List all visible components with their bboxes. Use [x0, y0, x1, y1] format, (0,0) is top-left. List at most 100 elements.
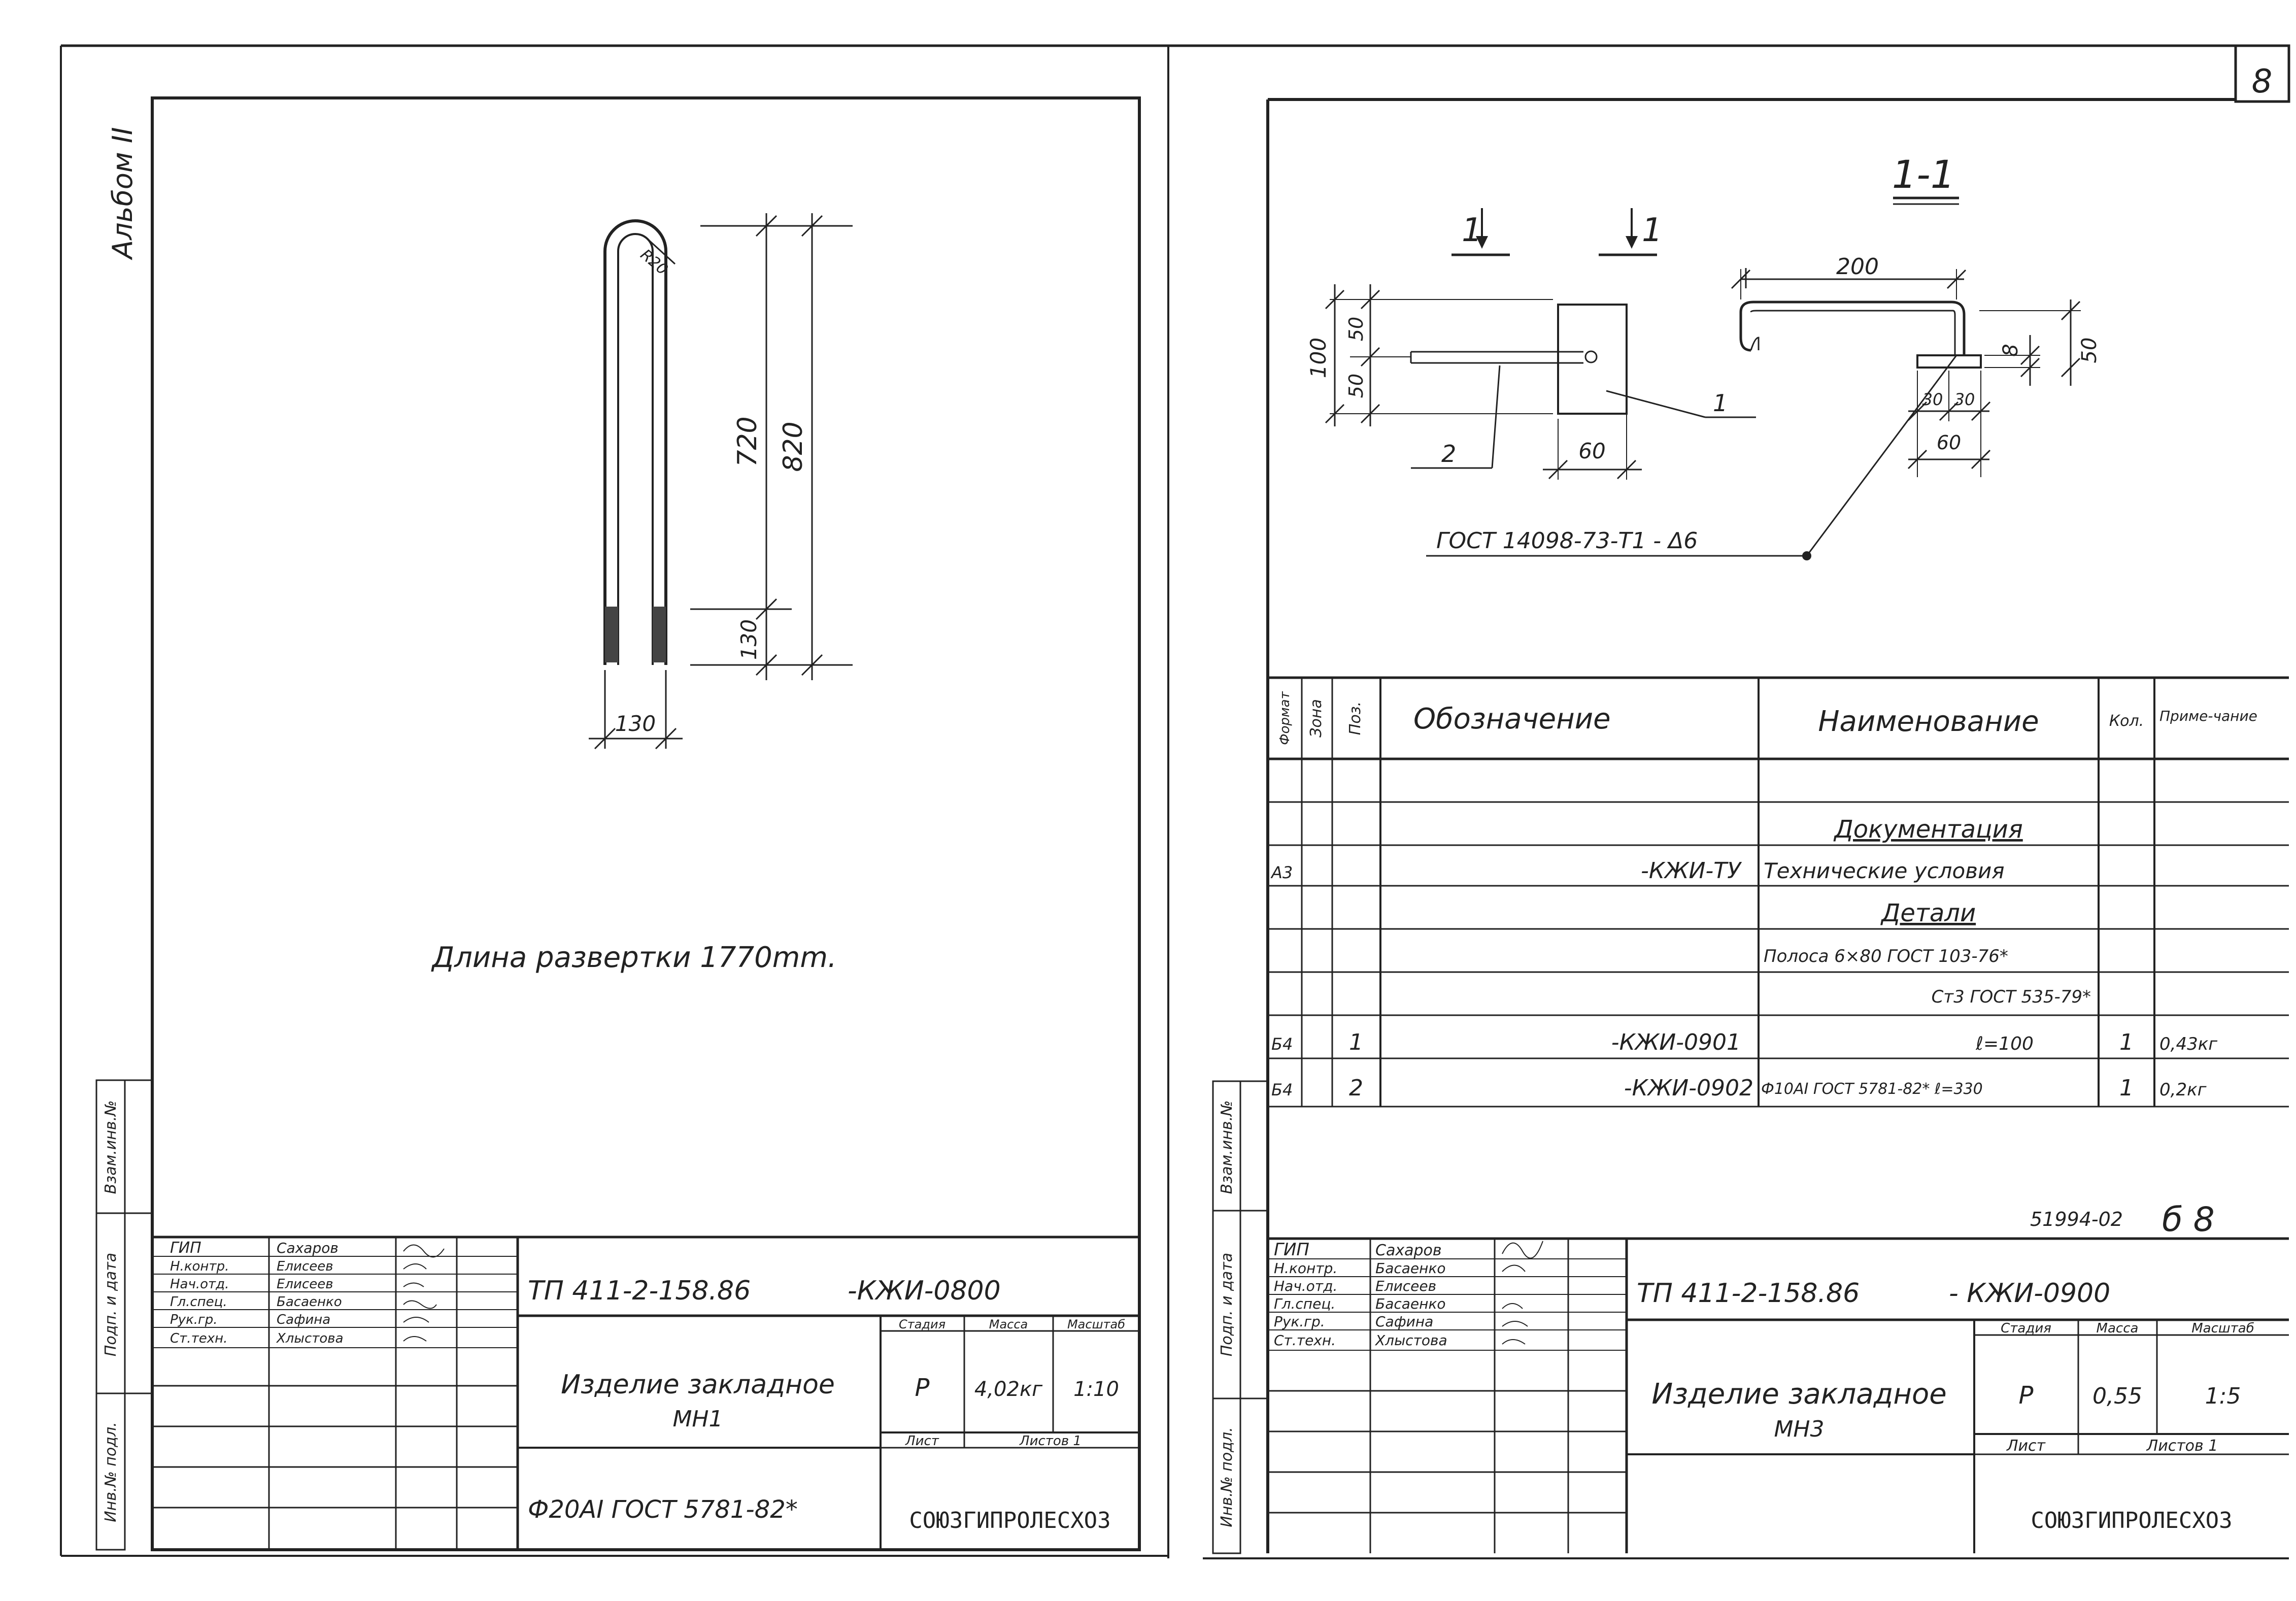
- row-format: А3: [1270, 863, 1293, 882]
- row-name: Ф10AI ГОСТ 5781-82* ℓ=330: [1761, 1080, 1983, 1098]
- row-designation: -КЖИ-0902: [1624, 1075, 1753, 1101]
- tb-name-4: Сафина: [277, 1312, 330, 1327]
- tb-role-3: Гл.спец.: [1274, 1295, 1335, 1312]
- row-designation: -КЖИ-ТУ: [1641, 858, 1742, 884]
- row-pos: 1: [1349, 1029, 1363, 1055]
- tb-doc: -КЖИ-0800: [848, 1276, 1001, 1306]
- cut-mark-left: 1: [1462, 212, 1482, 249]
- side-label-sign: Подп. и дата: [1218, 1253, 1236, 1356]
- hdr-zone: Зона: [1307, 699, 1325, 738]
- row-name: Детали: [1880, 899, 1976, 927]
- tb-product: Изделие закладное: [1651, 1378, 1946, 1411]
- dim-30-right: 30: [1954, 390, 1975, 409]
- tb-stage-label: Стадия: [2001, 1321, 2051, 1336]
- row-name: Ст3 ГОСТ 535-79*: [1932, 987, 2091, 1007]
- tb-scale: 1:5: [2205, 1383, 2241, 1409]
- hdr-name: Наименование: [1818, 705, 2039, 738]
- tb-mass-label: Масса: [989, 1317, 1028, 1331]
- row-qty: 1: [2119, 1029, 2134, 1055]
- side-label-inv: Инв.№ подл.: [102, 1422, 120, 1522]
- tb-name-4: Сафина: [1375, 1313, 1433, 1330]
- album-label: Альбом II: [107, 127, 139, 260]
- dim-50-top: 50: [1345, 317, 1367, 341]
- tb-mass: 0,55: [2092, 1383, 2142, 1409]
- row-name: Документация: [1833, 815, 2023, 844]
- tb-role-5: Ст.техн.: [170, 1331, 227, 1346]
- tb-stage: Р: [2019, 1381, 2034, 1410]
- dim-130-horizontal: 130: [615, 711, 656, 736]
- tb-name-1: Басаенко: [1375, 1260, 1446, 1277]
- tb-role-1: Н.контр.: [1274, 1260, 1337, 1277]
- section-title: 1-1: [1892, 152, 1955, 197]
- hdr-designation: Обозначение: [1413, 703, 1611, 736]
- dim-720: 720: [732, 416, 763, 466]
- side-label-replace: Взам.инв.№: [1218, 1100, 1236, 1194]
- dim-60-section: 60: [1937, 431, 1961, 454]
- tb-name-0: Сахаров: [1375, 1242, 1442, 1259]
- row-pos: 2: [1349, 1075, 1363, 1101]
- hdr-format: Формат: [1277, 691, 1293, 745]
- tb-scale: 1:10: [1073, 1378, 1119, 1401]
- tb-code: ТП 411-2-158.86: [1637, 1278, 1860, 1309]
- tb-role-4: Рук.гр.: [1274, 1313, 1325, 1330]
- tb-role-2: Нач.отд.: [1274, 1278, 1337, 1294]
- tb-name-5: Хлыстова: [276, 1331, 344, 1346]
- left-side-strip: Инв.№ подл. Подп. и дата Взам.инв.№: [95, 1079, 152, 1551]
- callout-1: 1: [1713, 389, 1728, 417]
- page-number: 8: [2252, 63, 2273, 101]
- row-format: Б4: [1271, 1035, 1293, 1054]
- row-format: Б4: [1271, 1080, 1293, 1099]
- tb-code: ТП 411-2-158.86: [528, 1276, 751, 1306]
- dim-200: 200: [1836, 254, 1879, 280]
- tb-sheet-label: Лист: [905, 1433, 939, 1449]
- dim-100: 100: [1306, 338, 1331, 378]
- row-name: Технические условия: [1764, 858, 2005, 883]
- tb-role-0: ГИП: [170, 1239, 201, 1257]
- archive-stamp: 51994-02: [2030, 1208, 2123, 1230]
- tb-material: Ф20AI ГОСТ 5781-82*: [528, 1495, 798, 1524]
- tb-role-3: Гл.спец.: [170, 1294, 227, 1310]
- tb-scale-label: Масштаб: [1067, 1317, 1125, 1331]
- tb-name-0: Сахаров: [277, 1240, 339, 1256]
- tb-name-5: Хлыстова: [1374, 1332, 1447, 1349]
- side-label-inv: Инв.№ подл.: [1218, 1427, 1236, 1527]
- tb-scale-label: Масштаб: [2191, 1321, 2254, 1336]
- hdr-qty: Кол.: [2109, 712, 2144, 730]
- tb-sheets-label: Листов 1: [1019, 1433, 1082, 1449]
- tb-stage-label: Стадия: [899, 1317, 946, 1331]
- row-qty: 1: [2119, 1075, 2134, 1101]
- tb-name-2: Елисеев: [277, 1277, 333, 1292]
- right-title-block: ГИП Н.контр. Нач.отд. Гл.спец. Рук.гр. С…: [1268, 1237, 2289, 1553]
- spec-table: Формат Зона Поз. Обозначение Наименовани…: [1268, 676, 2289, 1108]
- tb-role-0: ГИП: [1274, 1240, 1309, 1260]
- archive-sheet: б 8: [2162, 1200, 2215, 1239]
- left-sheet: Альбом II R20 720 820 130: [95, 96, 1141, 1551]
- dim-130-vertical: 130: [736, 619, 761, 660]
- tb-sheet-label: Лист: [2006, 1437, 2046, 1455]
- side-label-replace: Взам.инв.№: [102, 1100, 120, 1194]
- dim-50-bottom: 50: [1345, 374, 1367, 398]
- dim-8: 8: [1999, 344, 2022, 356]
- tb-mass: 4,02кг: [974, 1378, 1043, 1401]
- tb-role-2: Нач.отд.: [170, 1277, 229, 1292]
- left-title-block: ГИП Н.контр. Нач.отд. Гл.спец. Рук.гр. С…: [152, 1236, 1139, 1550]
- tb-sheets-label: Листов 1: [2146, 1437, 2218, 1455]
- tb-role-5: Ст.техн.: [1274, 1332, 1336, 1349]
- row-name: Полоса 6×80 ГОСТ 103-76*: [1764, 946, 2008, 966]
- tb-mark: МН1: [672, 1406, 723, 1432]
- tb-stage: Р: [915, 1374, 930, 1402]
- dim-820: 820: [778, 421, 808, 472]
- row-name: ℓ=100: [1975, 1033, 2034, 1054]
- tb-org: СОЮЗГИПРОЛЕСХОЗ: [2031, 1508, 2232, 1533]
- dim-60-plate: 60: [1578, 439, 1605, 463]
- dim-50-section: 50: [2078, 338, 2101, 363]
- tb-mark: МН3: [1774, 1416, 1824, 1442]
- row-note: 0,43кг: [2159, 1034, 2218, 1054]
- right-sheet: 8 1-1 1 1: [1212, 44, 2290, 1554]
- dim-30-left: 30: [1922, 390, 1943, 409]
- hdr-note: Приме-чание: [2159, 708, 2257, 724]
- tb-name-3: Басаенко: [1375, 1295, 1446, 1312]
- u-bar-drawing: R20 720 820 130 130: [589, 213, 853, 750]
- development-length: Длина развертки 1770mm.: [430, 941, 836, 974]
